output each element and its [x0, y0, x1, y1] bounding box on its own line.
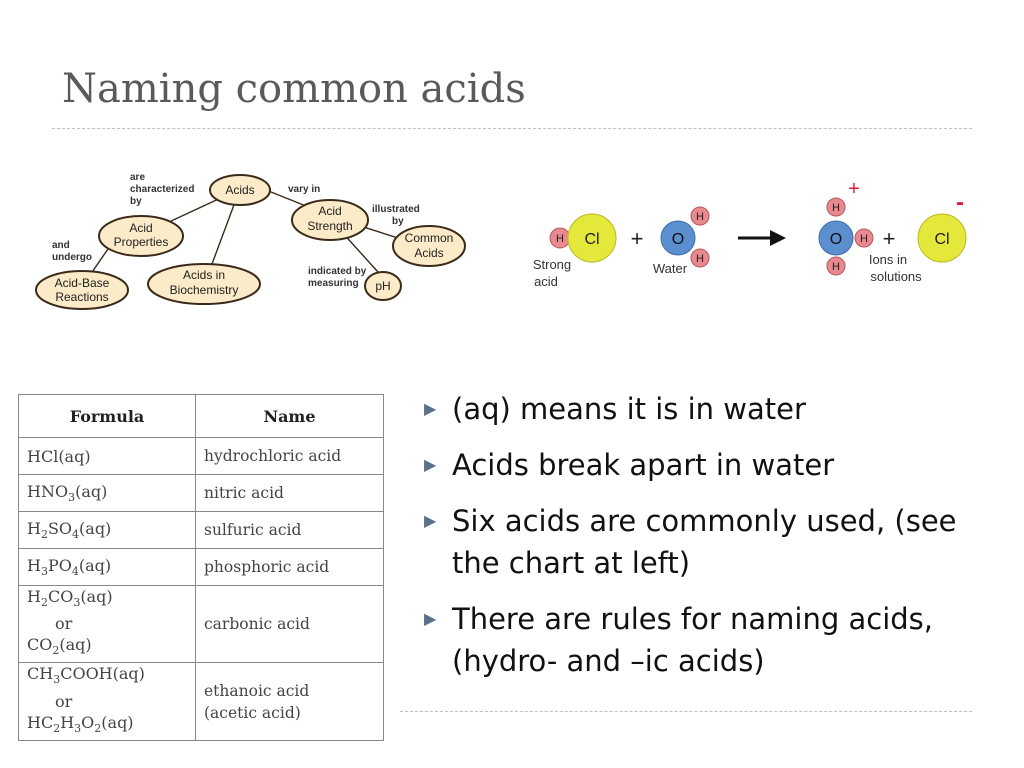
- table-row: HCl(aq) hydrochloric acid: [18, 437, 384, 475]
- bullet-arrow-icon: ▶: [424, 455, 437, 474]
- svg-text:H: H: [860, 233, 868, 245]
- svg-text:characterized: characterized: [130, 184, 194, 195]
- svg-text:+: +: [631, 226, 644, 251]
- bullet-arrow-icon: ▶: [424, 609, 437, 628]
- footer-divider: [400, 711, 972, 712]
- svg-text:H: H: [696, 211, 704, 223]
- o-atom: [660, 220, 696, 256]
- svg-text:O: O: [672, 231, 684, 248]
- title-divider: [52, 128, 972, 129]
- svg-text:H: H: [556, 233, 564, 245]
- h-atom: [854, 228, 874, 248]
- svg-text:Ions in: Ions in: [869, 252, 907, 267]
- bullet-arrow-icon: ▶: [424, 399, 437, 418]
- node-acids-biochem: [147, 263, 261, 305]
- table-row: H2CO3(aq) or CO2(aq) carbonic acid: [18, 584, 384, 664]
- svg-text:H: H: [832, 202, 840, 214]
- svg-text:measuring: measuring: [308, 278, 359, 289]
- h-atom: [826, 197, 846, 217]
- header-name: Name: [195, 394, 384, 438]
- node-acid-properties: [98, 215, 184, 257]
- svg-text:Acid-Base: Acid-Base: [55, 276, 110, 290]
- list-item: ▶There are rules for naming acids, (hydr…: [424, 598, 984, 682]
- svg-text:Acid: Acid: [318, 204, 341, 218]
- table-row: HNO3(aq) nitric acid: [18, 474, 384, 512]
- arrow-icon: [770, 230, 786, 246]
- table-row: H3PO4(aq) phosphoric acid: [18, 548, 384, 586]
- svg-text:pH: pH: [375, 279, 390, 293]
- list-item: ▶(aq) means it is in water: [424, 388, 984, 430]
- concept-map: Acids Acid Properties Acids in Biochemis…: [35, 172, 466, 310]
- svg-text:H: H: [832, 261, 840, 273]
- h-atom: [690, 248, 710, 268]
- svg-text:Reactions: Reactions: [55, 290, 108, 304]
- svg-text:undergo: undergo: [52, 252, 92, 263]
- node-acid-strength: [291, 199, 369, 241]
- cl-atom: [917, 213, 967, 263]
- slide-title: Naming common acids: [62, 66, 526, 112]
- svg-text:and: and: [52, 240, 70, 251]
- o-atom: [818, 220, 854, 256]
- svg-text:Properties: Properties: [114, 235, 169, 249]
- svg-text:O: O: [830, 231, 842, 248]
- svg-text:by: by: [392, 216, 404, 227]
- bullet-list: ▶(aq) means it is in water ▶Acids break …: [424, 388, 984, 696]
- svg-text:Water: Water: [653, 261, 688, 276]
- svg-text:solutions: solutions: [870, 269, 922, 284]
- svg-text:Cl: Cl: [584, 231, 599, 248]
- svg-text:+: +: [883, 226, 896, 251]
- svg-text:acid: acid: [534, 274, 558, 289]
- table-row: CH3COOH(aq) or HC2H3O2(aq) ethanoic acid…: [18, 662, 384, 741]
- bullet-arrow-icon: ▶: [424, 511, 437, 530]
- h-atom: [690, 206, 710, 226]
- svg-text:+: +: [848, 178, 860, 200]
- svg-text:Strong: Strong: [533, 257, 571, 272]
- node-acid-base: [35, 270, 129, 310]
- acid-table: Formula Name HCl(aq) hydrochloric acid H…: [18, 394, 384, 744]
- node-ph: [364, 271, 402, 301]
- svg-text:-: -: [956, 189, 964, 216]
- table-row: H2SO4(aq) sulfuric acid: [18, 511, 384, 549]
- list-item: ▶Six acids are commonly used, (see the c…: [424, 500, 984, 584]
- svg-text:are: are: [130, 172, 145, 183]
- svg-text:Acids in: Acids in: [183, 268, 225, 282]
- svg-text:Acid: Acid: [129, 221, 152, 235]
- svg-text:illustrated: illustrated: [372, 204, 420, 215]
- svg-text:by: by: [130, 196, 142, 207]
- list-item: ▶Acids break apart in water: [424, 444, 984, 486]
- svg-text:Strength: Strength: [307, 219, 352, 233]
- svg-text:Common: Common: [405, 231, 454, 245]
- dissociation-diagram: H Cl Strong acid + O H H Water + H O H H…: [533, 178, 967, 289]
- node-acids: [209, 174, 271, 206]
- header-formula: Formula: [18, 394, 196, 438]
- node-common-acids: [392, 225, 466, 267]
- svg-text:H: H: [696, 253, 704, 265]
- svg-text:vary in: vary in: [288, 184, 320, 195]
- svg-text:Acids: Acids: [225, 183, 254, 197]
- svg-text:Biochemistry: Biochemistry: [170, 283, 239, 297]
- svg-text:indicated by: indicated by: [308, 266, 367, 277]
- h-atom: [826, 256, 846, 276]
- cl-atom: [567, 213, 617, 263]
- svg-text:Acids: Acids: [414, 246, 443, 260]
- svg-text:Cl: Cl: [934, 231, 949, 248]
